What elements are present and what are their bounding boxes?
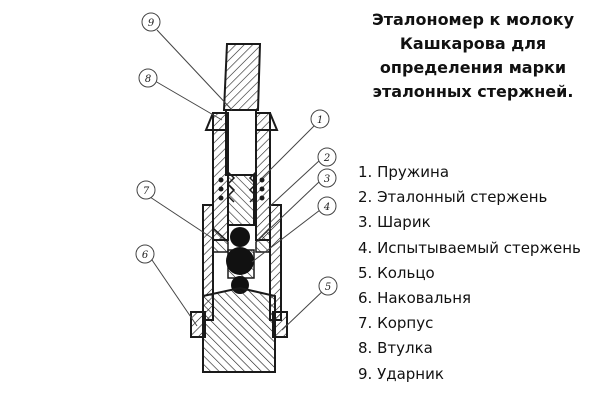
legend-item: 4. Испытываемый стержень [358,238,581,257]
callout-7: 7 [136,180,156,200]
svg-text:7: 7 [143,186,150,197]
callout-9: 9 [141,12,161,32]
svg-text:9: 9 [148,18,155,29]
callout-8: 8 [138,68,158,88]
anvil [202,286,276,373]
legend-item: 7. Корпус [358,314,434,333]
page-title: Эталономер к молоку Кашкарова для опреде… [371,10,575,101]
legend-item: 3. Шарик [358,213,431,232]
svg-text:1: 1 [317,115,323,126]
legend-item: 2. Эталонный стержень [358,188,548,207]
svg-text:8: 8 [145,74,151,85]
callout-2: 2 [317,147,337,167]
legend-item: 8. Втулка [358,339,433,358]
legend-item: 6. Наковальня [358,289,472,308]
svg-text:3: 3 [324,174,330,185]
svg-text:4: 4 [323,202,330,213]
callout-lines [149,29,327,331]
callout-6: 6 [135,244,155,264]
striker [222,43,262,111]
reference-rod [227,174,255,226]
legend-item: 5. Кольцо [358,263,435,282]
callout-5: 5 [318,276,338,296]
legend-item: 9. Ударник [358,364,444,383]
callout-4: 4 [317,196,337,216]
svg-text:6: 6 [142,250,149,261]
callout-3: 3 [317,168,337,188]
balls [226,227,254,294]
parts-legend: 1. Пружина 2. Эталонный стержень 3. Шари… [358,160,581,387]
svg-text:2: 2 [323,153,330,164]
legend-item: 1. Пружина [358,163,450,181]
callout-1: 1 [310,109,330,129]
ring [190,311,288,338]
svg-text:5: 5 [325,282,331,293]
